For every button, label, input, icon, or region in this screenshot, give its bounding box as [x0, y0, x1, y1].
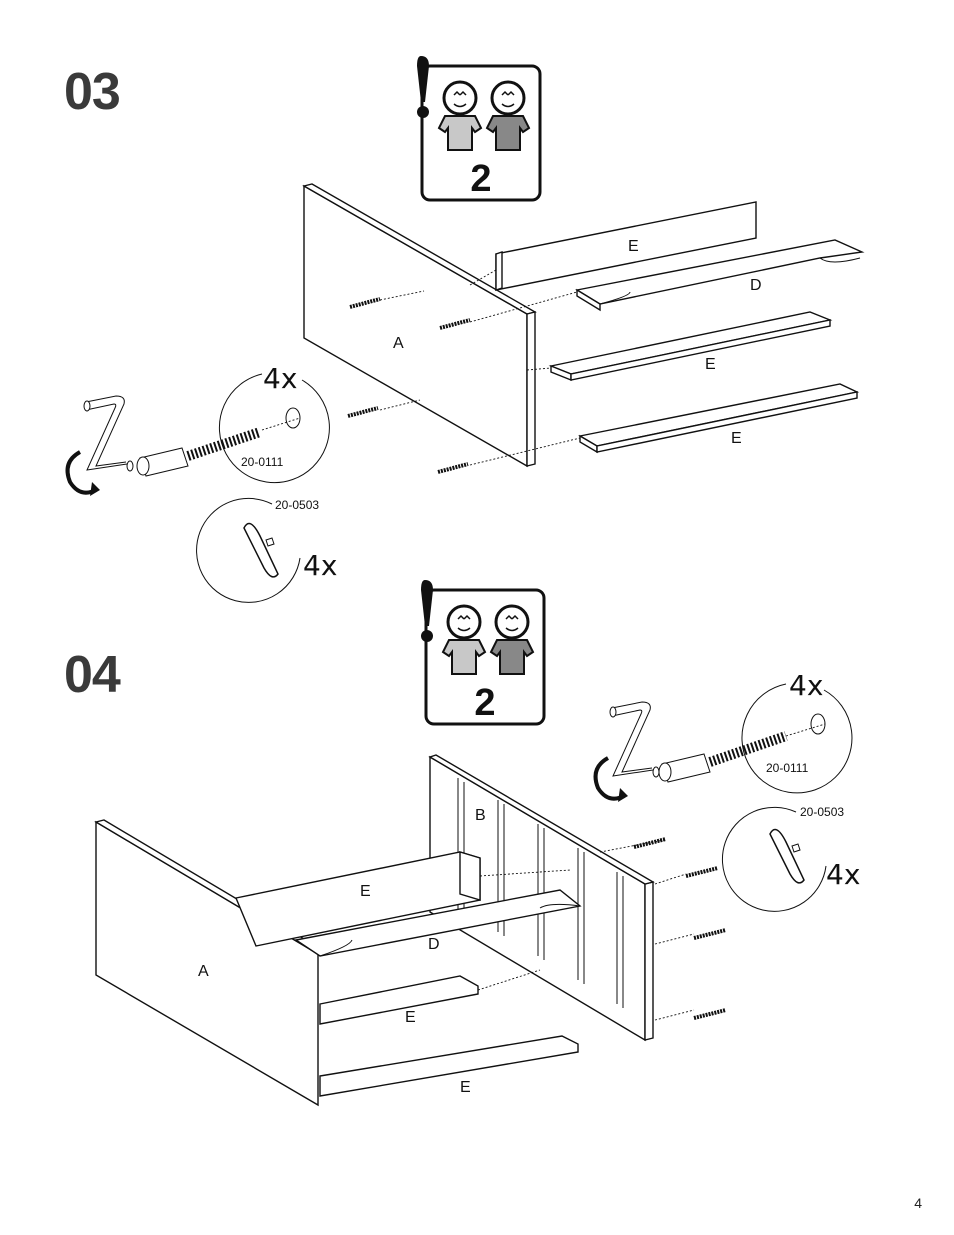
board-e-mid-04: E: [319, 975, 479, 1026]
two-persons-icon: [437, 80, 531, 151]
cam-bolt-icon: [136, 427, 262, 477]
two-persons-badge-04: 2: [421, 580, 546, 726]
hardware-detail-20-0503-04: 20-0503 4x: [722, 805, 860, 912]
board-e-top-03: E: [495, 201, 757, 291]
rotate-arrow-icon: [593, 756, 628, 802]
panel-a-03: A: [302, 183, 537, 468]
step-number-04: 04: [64, 646, 121, 704]
hardware-detail-20-0111-04: 4x 20-0111: [741, 669, 853, 794]
svg-text:20-0503: 20-0503: [800, 805, 844, 819]
svg-text:E: E: [705, 356, 716, 373]
persons-count-03: 2: [470, 158, 491, 200]
svg-text:E: E: [460, 1079, 471, 1096]
svg-text:4x: 4x: [789, 669, 823, 702]
bolt-icon: [347, 297, 471, 474]
assembly-guides-03: [379, 269, 581, 466]
hardware-detail-20-0111-03: 4x 20-0111: [218, 362, 330, 484]
svg-text:E: E: [731, 430, 742, 447]
board-e-mid-03: E: [548, 311, 833, 382]
rotate-arrow-icon: [65, 450, 100, 496]
svg-text:D: D: [428, 936, 440, 953]
cam-lock-icon: [769, 828, 805, 884]
exclamation-icon: [417, 56, 429, 118]
step-number-03: 03: [64, 63, 121, 121]
persons-count-04: 2: [474, 682, 495, 724]
svg-text:20-0111: 20-0111: [766, 761, 809, 775]
bolt-icon: [633, 837, 727, 1020]
hardware-detail-20-0503-03: 20-0503 4x: [196, 497, 337, 603]
cam-bolt-icon: [658, 731, 788, 783]
two-persons-badge-03: 2: [417, 56, 542, 202]
board-e-top-04: E: [235, 851, 481, 947]
svg-text:E: E: [405, 1009, 416, 1026]
svg-text:E: E: [628, 238, 639, 255]
allen-key-icon: [83, 395, 134, 472]
board-e-bottom-03: E: [578, 383, 860, 454]
svg-text:E: E: [360, 883, 371, 900]
assembly-guides-04: [477, 839, 695, 1021]
svg-text:B: B: [475, 807, 486, 824]
svg-text:20-0111: 20-0111: [241, 455, 284, 469]
exclamation-icon: [421, 580, 433, 642]
part-label-a: A: [393, 335, 404, 352]
board-d-03: D: [575, 239, 865, 312]
svg-text:4x: 4x: [263, 362, 297, 395]
board-e-bottom-04: E: [319, 1035, 579, 1097]
svg-text:20-0503: 20-0503: [275, 498, 319, 512]
two-persons-icon: [441, 604, 535, 675]
svg-text:D: D: [750, 277, 762, 294]
svg-text:4x: 4x: [303, 549, 337, 582]
svg-text:4x: 4x: [826, 858, 860, 891]
page-number: 4: [914, 1195, 922, 1211]
board-d-04: D: [294, 889, 582, 957]
allen-key-icon: [609, 701, 660, 778]
svg-text:A: A: [198, 963, 209, 980]
cam-lock-icon: [243, 522, 279, 578]
panel-a-04: A: [94, 819, 328, 1107]
